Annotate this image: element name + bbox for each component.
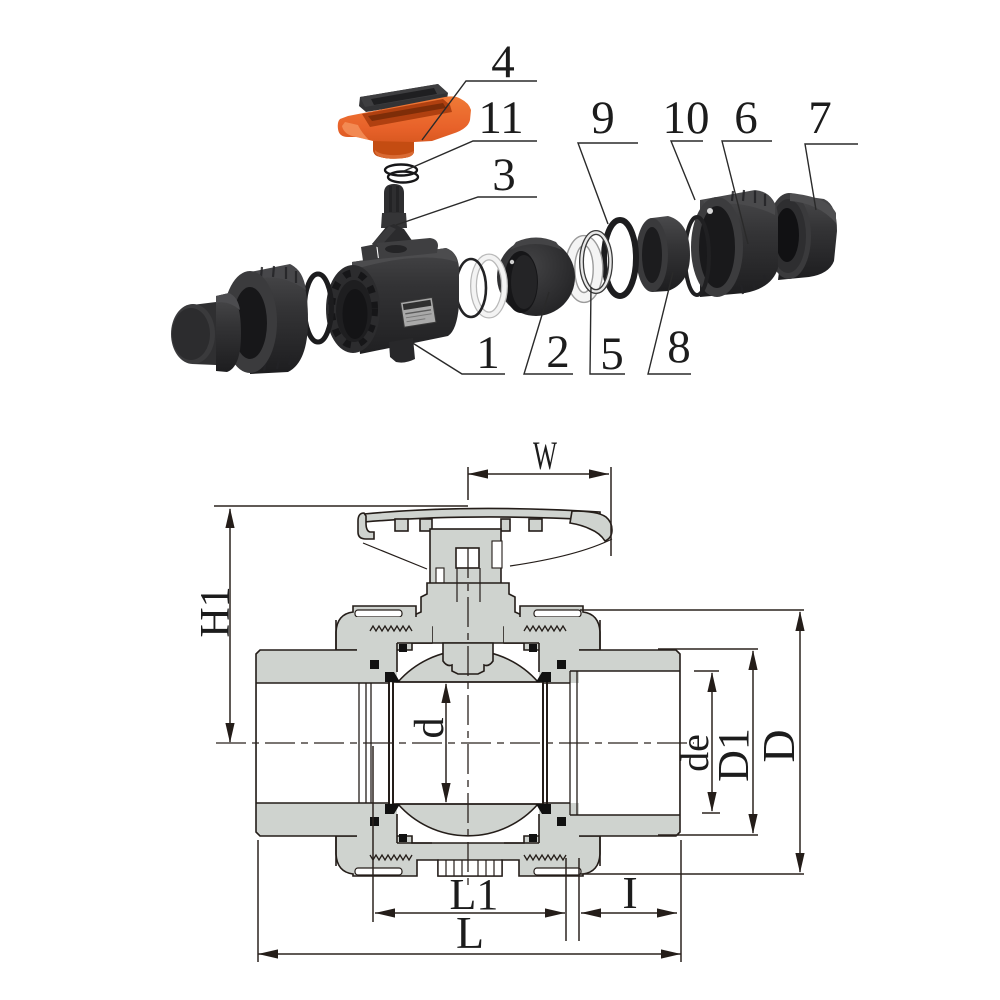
svg-text:8: 8 [667, 321, 691, 373]
svg-text:H1: H1 [193, 586, 239, 637]
svg-text:L1: L1 [450, 870, 499, 919]
svg-text:1: 1 [476, 327, 500, 379]
svg-text:6: 6 [734, 92, 758, 144]
svg-text:d: d [407, 718, 453, 739]
svg-text:10: 10 [663, 92, 710, 144]
svg-text:7: 7 [808, 92, 832, 144]
svg-text:D: D [753, 729, 804, 762]
svg-text:2: 2 [546, 326, 570, 378]
svg-text:I: I [622, 867, 637, 918]
svg-text:de: de [672, 734, 717, 772]
svg-text:4: 4 [491, 36, 515, 88]
svg-text:D1: D1 [709, 728, 758, 782]
svg-text:3: 3 [492, 149, 516, 201]
svg-text:11: 11 [478, 92, 523, 144]
svg-text:5: 5 [600, 328, 624, 380]
svg-text:L: L [456, 907, 484, 958]
svg-text:9: 9 [591, 92, 615, 144]
svg-text:W: W [533, 433, 557, 478]
